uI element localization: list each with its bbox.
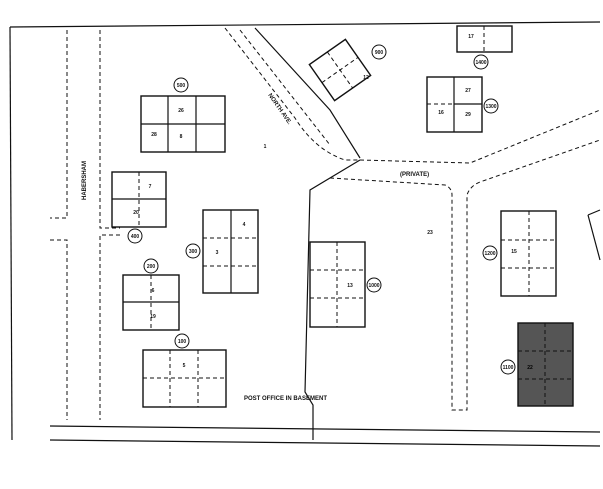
svg-text:8: 8 xyxy=(180,134,183,140)
svg-text:27: 27 xyxy=(465,88,471,94)
building-1200[interactable]: 1200 15 xyxy=(482,210,557,297)
parcel-23: 23 xyxy=(427,230,433,236)
svg-text:13: 13 xyxy=(347,283,353,289)
post-office-note: POST OFFICE IN BASEMENT xyxy=(244,396,327,402)
adjacent-building-edge xyxy=(587,209,601,261)
building-500[interactable]: 500 26 28 8 xyxy=(140,77,226,153)
building-1000[interactable]: 1000 13 xyxy=(309,241,382,328)
north-ave-west xyxy=(224,27,360,161)
building-200[interactable]: 200 6 19 xyxy=(122,258,180,331)
building-400[interactable]: 400 7 20 xyxy=(111,171,167,244)
svg-text:400: 400 xyxy=(131,234,140,240)
bottom-line-2 xyxy=(49,439,601,447)
building-100[interactable]: 100 5 xyxy=(142,333,227,408)
private-road-north xyxy=(359,109,601,164)
svg-text:6: 6 xyxy=(152,288,155,294)
svg-text:200: 200 xyxy=(147,264,156,270)
svg-text:15: 15 xyxy=(511,249,517,255)
building-1100[interactable]: 1100 22 xyxy=(500,322,574,407)
svg-text:300: 300 xyxy=(189,249,198,255)
svg-text:17: 17 xyxy=(468,34,474,40)
svg-text:16: 16 xyxy=(438,110,444,116)
svg-text:26: 26 xyxy=(178,108,184,114)
habersham-road xyxy=(50,30,120,229)
svg-text:20: 20 xyxy=(133,210,139,216)
private-label: (PRIVATE) xyxy=(400,172,429,178)
building-1400[interactable]: 1400 17 xyxy=(456,25,513,70)
svg-text:4: 4 xyxy=(243,222,246,228)
parcel-1: 1 xyxy=(264,144,267,150)
svg-text:1200: 1200 xyxy=(484,251,495,257)
building-1300[interactable]: 1300 27 16 29 xyxy=(426,76,499,133)
building-900[interactable]: 900 12 xyxy=(308,38,387,102)
svg-text:900: 900 xyxy=(375,50,384,56)
svg-text:1300: 1300 xyxy=(485,104,496,110)
top-border xyxy=(9,21,601,28)
north-ave-label: NORTH AVE. xyxy=(266,93,292,126)
building-300[interactable]: 300 4 3 xyxy=(185,209,259,294)
svg-text:3: 3 xyxy=(216,250,219,256)
habersham-road-south xyxy=(50,234,120,420)
svg-text:29: 29 xyxy=(465,112,471,118)
svg-text:1400: 1400 xyxy=(475,60,486,66)
svg-text:28: 28 xyxy=(151,132,157,138)
svg-text:19: 19 xyxy=(150,314,156,320)
north-ave-east xyxy=(254,27,361,159)
svg-text:5: 5 xyxy=(183,363,186,369)
left-border xyxy=(9,26,13,441)
svg-text:7: 7 xyxy=(149,184,152,190)
private-road-south xyxy=(329,139,601,411)
svg-text:100: 100 xyxy=(178,339,187,345)
habersham-label: HABERSHAM xyxy=(82,161,88,200)
svg-text:1100: 1100 xyxy=(503,365,514,371)
bottom-line xyxy=(49,425,601,433)
property-line xyxy=(304,159,361,440)
north-ave-center xyxy=(239,29,331,146)
svg-text:12: 12 xyxy=(363,75,369,81)
svg-text:22: 22 xyxy=(527,365,533,371)
svg-text:500: 500 xyxy=(177,83,186,89)
svg-text:1000: 1000 xyxy=(368,283,379,289)
